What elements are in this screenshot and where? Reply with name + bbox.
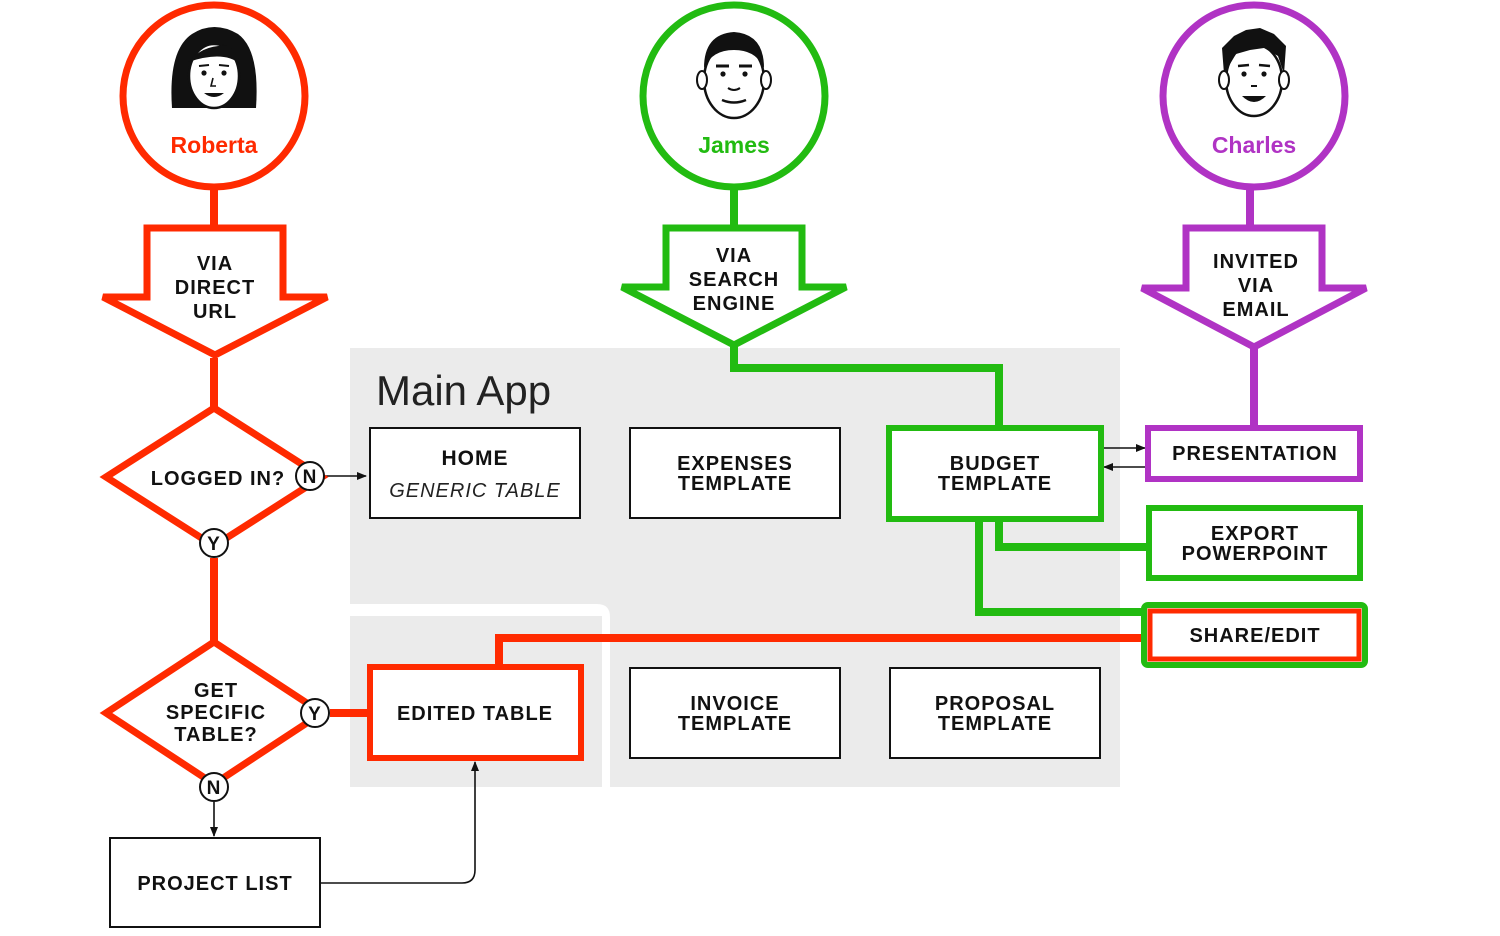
badge-specific-yes: Y — [300, 698, 330, 728]
entry-label-roberta-line: DIRECT — [175, 277, 255, 299]
persona-james: James — [639, 1, 829, 191]
badge-logged-in-no: N — [295, 461, 325, 491]
roberta-path — [210, 188, 1146, 717]
young-man-face-icon — [1218, 28, 1290, 118]
export-powerpoint-label-line: EXPORT — [1211, 523, 1299, 545]
home-subtitle: GENERIC TABLE — [389, 480, 561, 502]
share-edit-label-line: SHARE/EDIT — [1189, 625, 1320, 647]
entry-label-james-line: VIA — [716, 245, 752, 267]
proposal-template-label-line: TEMPLATE — [938, 713, 1052, 735]
woman-face-icon — [171, 27, 257, 110]
entry-label-roberta-line: URL — [193, 301, 237, 323]
entry-label-charles-line: VIA — [1238, 275, 1274, 297]
project-list-box[interactable]: PROJECT LIST — [109, 837, 321, 928]
persona-roberta: Roberta — [119, 1, 309, 191]
main-app-title: Main App — [376, 367, 551, 414]
logged-in-label-line: LOGGED IN? — [151, 468, 285, 490]
entry-label-james-line: SEARCH — [689, 269, 779, 291]
expenses-template-label-line: TEMPLATE — [678, 473, 792, 495]
specific-table-label-line: TABLE? — [174, 724, 257, 746]
share-edit-label: SHARE/EDIT — [1189, 625, 1320, 647]
persona-charles: Charles — [1159, 1, 1349, 191]
logged-in-label: LOGGED IN? — [151, 468, 285, 490]
home-title: HOME — [442, 447, 509, 470]
man-face-icon — [696, 32, 772, 120]
james-path — [730, 188, 1149, 616]
invoice-template-label-line: INVOICE — [690, 693, 779, 715]
edited-table-box[interactable]: EDITED TABLE — [367, 664, 584, 761]
edited-table-label-line: EDITED TABLE — [397, 703, 553, 725]
budget-template-label-line: BUDGET — [950, 453, 1040, 475]
specific-table-label-line: SPECIFIC — [166, 702, 266, 724]
charles-path — [1246, 188, 1258, 428]
badge-logged-in-no-text: N — [303, 467, 318, 488]
badge-specific-no: N — [199, 772, 229, 802]
entry-label-charles-line: INVITED — [1213, 251, 1299, 273]
entry-label-james-line: ENGINE — [693, 293, 776, 315]
persona-name-charles: Charles — [1212, 132, 1296, 158]
expenses-template-label-line: EXPENSES — [677, 453, 793, 475]
specific-table-label-line: GET — [194, 680, 238, 702]
project-list-label: PROJECT LIST — [137, 873, 292, 895]
presentation-label: PRESENTATION — [1172, 443, 1338, 465]
budget-template-label-line: TEMPLATE — [938, 473, 1052, 495]
persona-name-james: James — [698, 132, 770, 158]
presentation-box[interactable]: PRESENTATION — [1145, 425, 1363, 482]
badge-specific-yes-text: Y — [308, 704, 322, 725]
persona-name-roberta: Roberta — [171, 132, 258, 158]
share-edit-box[interactable]: SHARE/EDIT — [1141, 602, 1368, 668]
project-list-label-line: PROJECT LIST — [137, 873, 292, 895]
thin-arrows — [210, 444, 1146, 884]
presentation-label-line: PRESENTATION — [1172, 443, 1338, 465]
badge-logged-in-yes: Y — [199, 528, 229, 558]
badge-logged-in-yes-text: Y — [207, 534, 221, 555]
decision-logged-in: LOGGED IN? — [99, 403, 329, 551]
entry-label-charles-line: EMAIL — [1222, 299, 1289, 321]
entry-label-roberta-line: VIA — [197, 253, 233, 275]
proposal-template-label-line: PROPOSAL — [935, 693, 1055, 715]
home-box[interactable]: HOME GENERIC TABLE — [369, 427, 581, 519]
badge-specific-no-text: N — [207, 778, 222, 799]
export-powerpoint-label-line: POWERPOINT — [1182, 543, 1329, 565]
invoice-template-label-line: TEMPLATE — [678, 713, 792, 735]
edited-table-label: EDITED TABLE — [397, 703, 553, 725]
